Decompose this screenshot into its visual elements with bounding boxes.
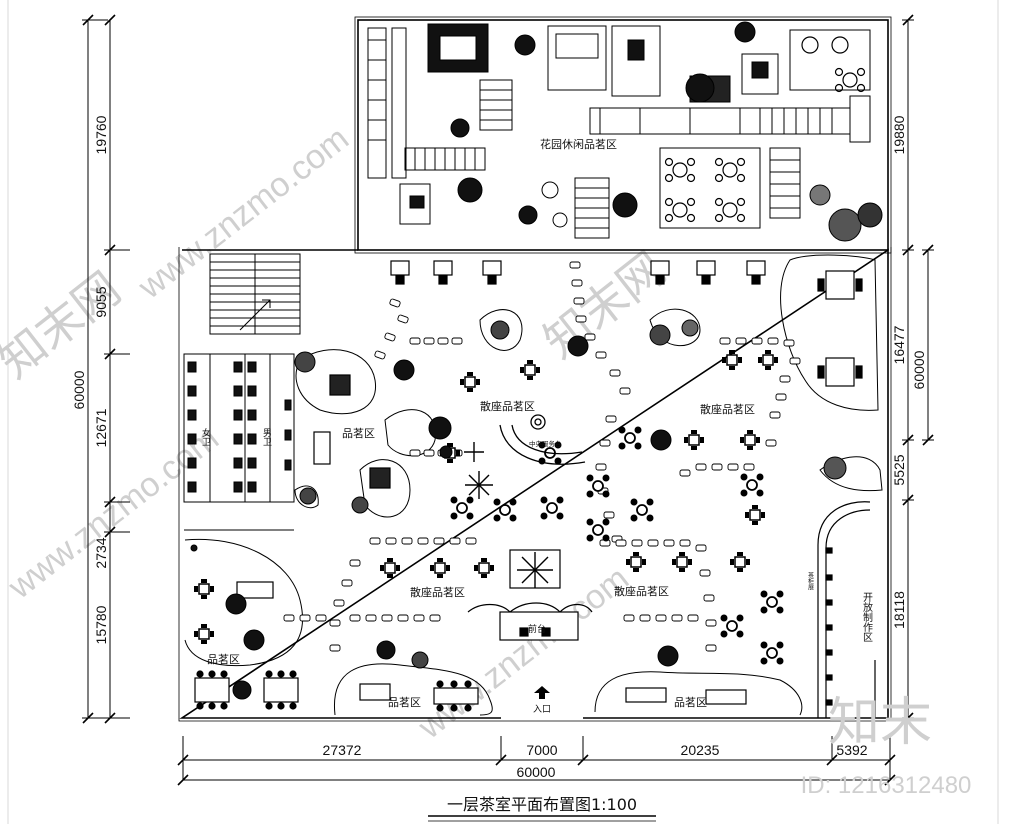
dim-left-4: 2734 (93, 537, 109, 568)
dim-bottom-3: 20235 (681, 742, 720, 758)
hall-plants (190, 319, 847, 700)
drawing-title: 一层茶室平面布置图1:100 (428, 795, 656, 822)
stool-arcs (283, 261, 801, 652)
brand-watermark: 知末 ID: 1216312480 (801, 694, 972, 799)
watermark-site-1: www.znzmo.com (131, 119, 356, 307)
label-tea-display: 茶柜展 (807, 571, 814, 591)
dim-bottom-4: 5392 (836, 742, 867, 758)
label-men-wc: 男卫 (261, 428, 272, 446)
staircase (209, 253, 301, 335)
label-entrance: 入口 (533, 704, 551, 715)
garden-plants (450, 21, 883, 242)
label-tea-bottom-center: 品茗区 (388, 696, 421, 709)
label-tea-left-bottom: 品茗区 (207, 653, 240, 666)
label-garden: 花园休闲品茗区 (540, 137, 617, 151)
garden-furniture (367, 23, 871, 239)
watermark-logo: 知末 (828, 694, 932, 752)
tree-symbols (464, 442, 553, 588)
open-workshop (817, 501, 876, 718)
dim-right-1: 19880 (891, 115, 907, 154)
dim-right-total: 60000 (911, 350, 927, 389)
dim-bottom-total: 60000 (517, 764, 556, 780)
label-tea-bottom-right: 品茗区 (674, 696, 707, 709)
dim-left-total: 60000 (71, 370, 87, 409)
zone-labels: 花园休闲品茗区 散座品茗区 散座品茗区 散座品茗区 散座品茗区 品茗区 品茗区 … (200, 137, 873, 715)
front-desk (467, 549, 593, 641)
watermark-id: ID: 1216312480 (801, 772, 972, 799)
entrance-marker (501, 686, 583, 720)
bottom-long-tables (194, 670, 747, 712)
label-scatter-bl: 散座品茗区 (410, 585, 465, 599)
watermark-site-2: www.znzmo.com (1, 419, 226, 607)
label-front-desk: 前台 (528, 623, 546, 635)
small-tea-sets (236, 260, 863, 599)
label-scatter-tl: 散座品茗区 (480, 399, 535, 413)
dim-right-2: 16477 (891, 325, 907, 364)
dimension-lines (82, 14, 934, 786)
garden-tables (664, 36, 866, 223)
zone-curves (184, 254, 883, 716)
central-service-desk (499, 414, 586, 465)
dim-bottom-1: 27372 (323, 742, 362, 758)
dim-left-1: 19760 (93, 115, 109, 154)
label-women-wc: 女卫 (200, 427, 211, 446)
label-central-desk: 中央服务台 (529, 439, 562, 448)
dim-left-2: 9055 (93, 286, 109, 317)
toilets (183, 353, 295, 531)
dimension-labels: 60000 19760 9055 12671 2734 15780 19880 … (71, 115, 927, 780)
dim-right-3: 5525 (891, 454, 907, 485)
dim-left-5: 15780 (93, 605, 109, 644)
label-open-workshop: 开放制作区 (861, 592, 873, 642)
title-text: 一层茶室平面布置图1:100 (447, 795, 637, 814)
dim-left-3: 12671 (93, 408, 109, 447)
dim-bottom-2: 7000 (526, 742, 557, 758)
label-scatter-br: 散座品茗区 (614, 584, 669, 598)
dim-right-4: 18118 (891, 591, 907, 629)
label-tea-left-mid: 品茗区 (342, 427, 375, 440)
label-scatter-tr: 散座品茗区 (700, 402, 755, 416)
